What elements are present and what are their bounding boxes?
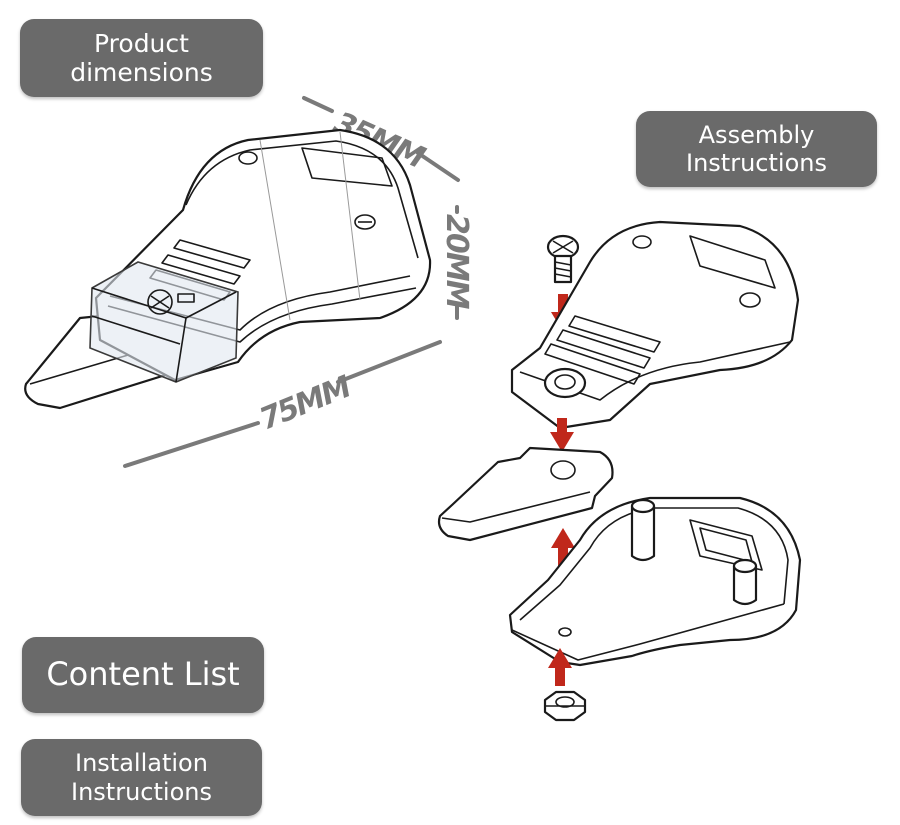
top-cover-slot bbox=[689, 235, 776, 289]
top-cover-rib-2 bbox=[556, 329, 651, 369]
dim-35-line-right bbox=[416, 151, 460, 182]
dim-75-line-left bbox=[123, 421, 260, 468]
arrow-up-1-shaft bbox=[558, 546, 568, 566]
top-cover-boss bbox=[543, 367, 587, 399]
arrow-up-1 bbox=[551, 528, 575, 566]
screw-thread-2 bbox=[554, 267, 572, 272]
top-cover-seam bbox=[519, 341, 791, 401]
base-post-1 bbox=[630, 504, 656, 562]
arrow-up-2-head bbox=[548, 648, 572, 668]
clip-screw bbox=[147, 289, 173, 315]
arrow-down-2-shaft bbox=[557, 418, 567, 436]
metal-plate-edge bbox=[441, 491, 591, 523]
base-post-1-top bbox=[630, 498, 656, 514]
dimension-20mm-text: 20MM bbox=[439, 214, 474, 310]
body-top-edge bbox=[185, 140, 419, 259]
screw-slot-2 bbox=[552, 240, 574, 254]
top-cover-rib-3 bbox=[544, 343, 641, 385]
body-seam-lower bbox=[107, 287, 417, 343]
body-hole-2 bbox=[354, 214, 376, 230]
top-cover-part bbox=[510, 220, 800, 430]
base-slot-frame bbox=[689, 519, 763, 571]
arrow-up-2-shaft bbox=[555, 666, 565, 686]
top-cover-rib-1 bbox=[568, 315, 661, 353]
arrow-up-2 bbox=[548, 648, 572, 686]
content-list-label: Content List bbox=[22, 637, 264, 713]
body-hole-1 bbox=[238, 151, 258, 165]
dim-75-line-right bbox=[336, 340, 442, 384]
top-cover-hole-1 bbox=[632, 235, 652, 249]
nut-part bbox=[543, 690, 587, 722]
base-post-2-top bbox=[732, 558, 758, 574]
clip-screw-cross-2 bbox=[150, 295, 170, 309]
top-cover-boss-hole bbox=[554, 374, 576, 390]
metal-plate-hole bbox=[550, 460, 576, 480]
dimension-75mm bbox=[123, 340, 442, 468]
base-inner-rim bbox=[519, 507, 789, 621]
body-rib-1 bbox=[173, 239, 251, 269]
clip-corner-edge bbox=[175, 317, 187, 383]
base-bottom-edge bbox=[511, 603, 785, 661]
screw-part bbox=[546, 234, 580, 284]
product-dimensions-label: Product dimensions bbox=[20, 19, 263, 97]
assembly-instructions-text: Assembly Instructions bbox=[686, 120, 827, 177]
clear-clip bbox=[89, 261, 239, 383]
assembly-instructions-label: Assembly Instructions bbox=[636, 111, 877, 187]
body-seam bbox=[109, 275, 411, 331]
installation-instructions-label: Installation Instructions bbox=[21, 739, 262, 816]
screw-thread-3 bbox=[554, 273, 572, 278]
installation-instructions-text: Installation Instructions bbox=[71, 749, 212, 806]
metal-plate bbox=[437, 446, 614, 542]
content-list-text: Content List bbox=[46, 655, 240, 694]
top-cover-hole-2 bbox=[739, 292, 761, 308]
clip-slot-line bbox=[91, 315, 181, 345]
arrow-down-1-shaft bbox=[558, 294, 568, 316]
dimension-35mm bbox=[302, 96, 460, 182]
arrow-up-1-head bbox=[551, 528, 575, 548]
arrow-down-2 bbox=[550, 418, 574, 452]
dimension-75mm-text: 75MM bbox=[255, 369, 357, 437]
base-hole bbox=[558, 627, 572, 637]
base-post-2 bbox=[732, 564, 758, 606]
wire-line-2 bbox=[339, 131, 361, 301]
screw-thread-1 bbox=[554, 261, 572, 266]
body-rib-2 bbox=[161, 254, 241, 285]
wire-line-1 bbox=[259, 139, 291, 321]
dim-35-line-left bbox=[302, 96, 334, 113]
metal-plate-part bbox=[437, 446, 614, 542]
clip-tab-rect bbox=[177, 293, 195, 303]
bottom-base-part bbox=[508, 496, 802, 667]
base-shell bbox=[508, 496, 802, 667]
assembled-product bbox=[24, 128, 432, 410]
body-top-slot bbox=[301, 147, 393, 187]
arrow-down-2-head bbox=[550, 432, 574, 452]
nut-hole bbox=[555, 696, 575, 708]
product-dimensions-text: Product dimensions bbox=[70, 28, 213, 88]
